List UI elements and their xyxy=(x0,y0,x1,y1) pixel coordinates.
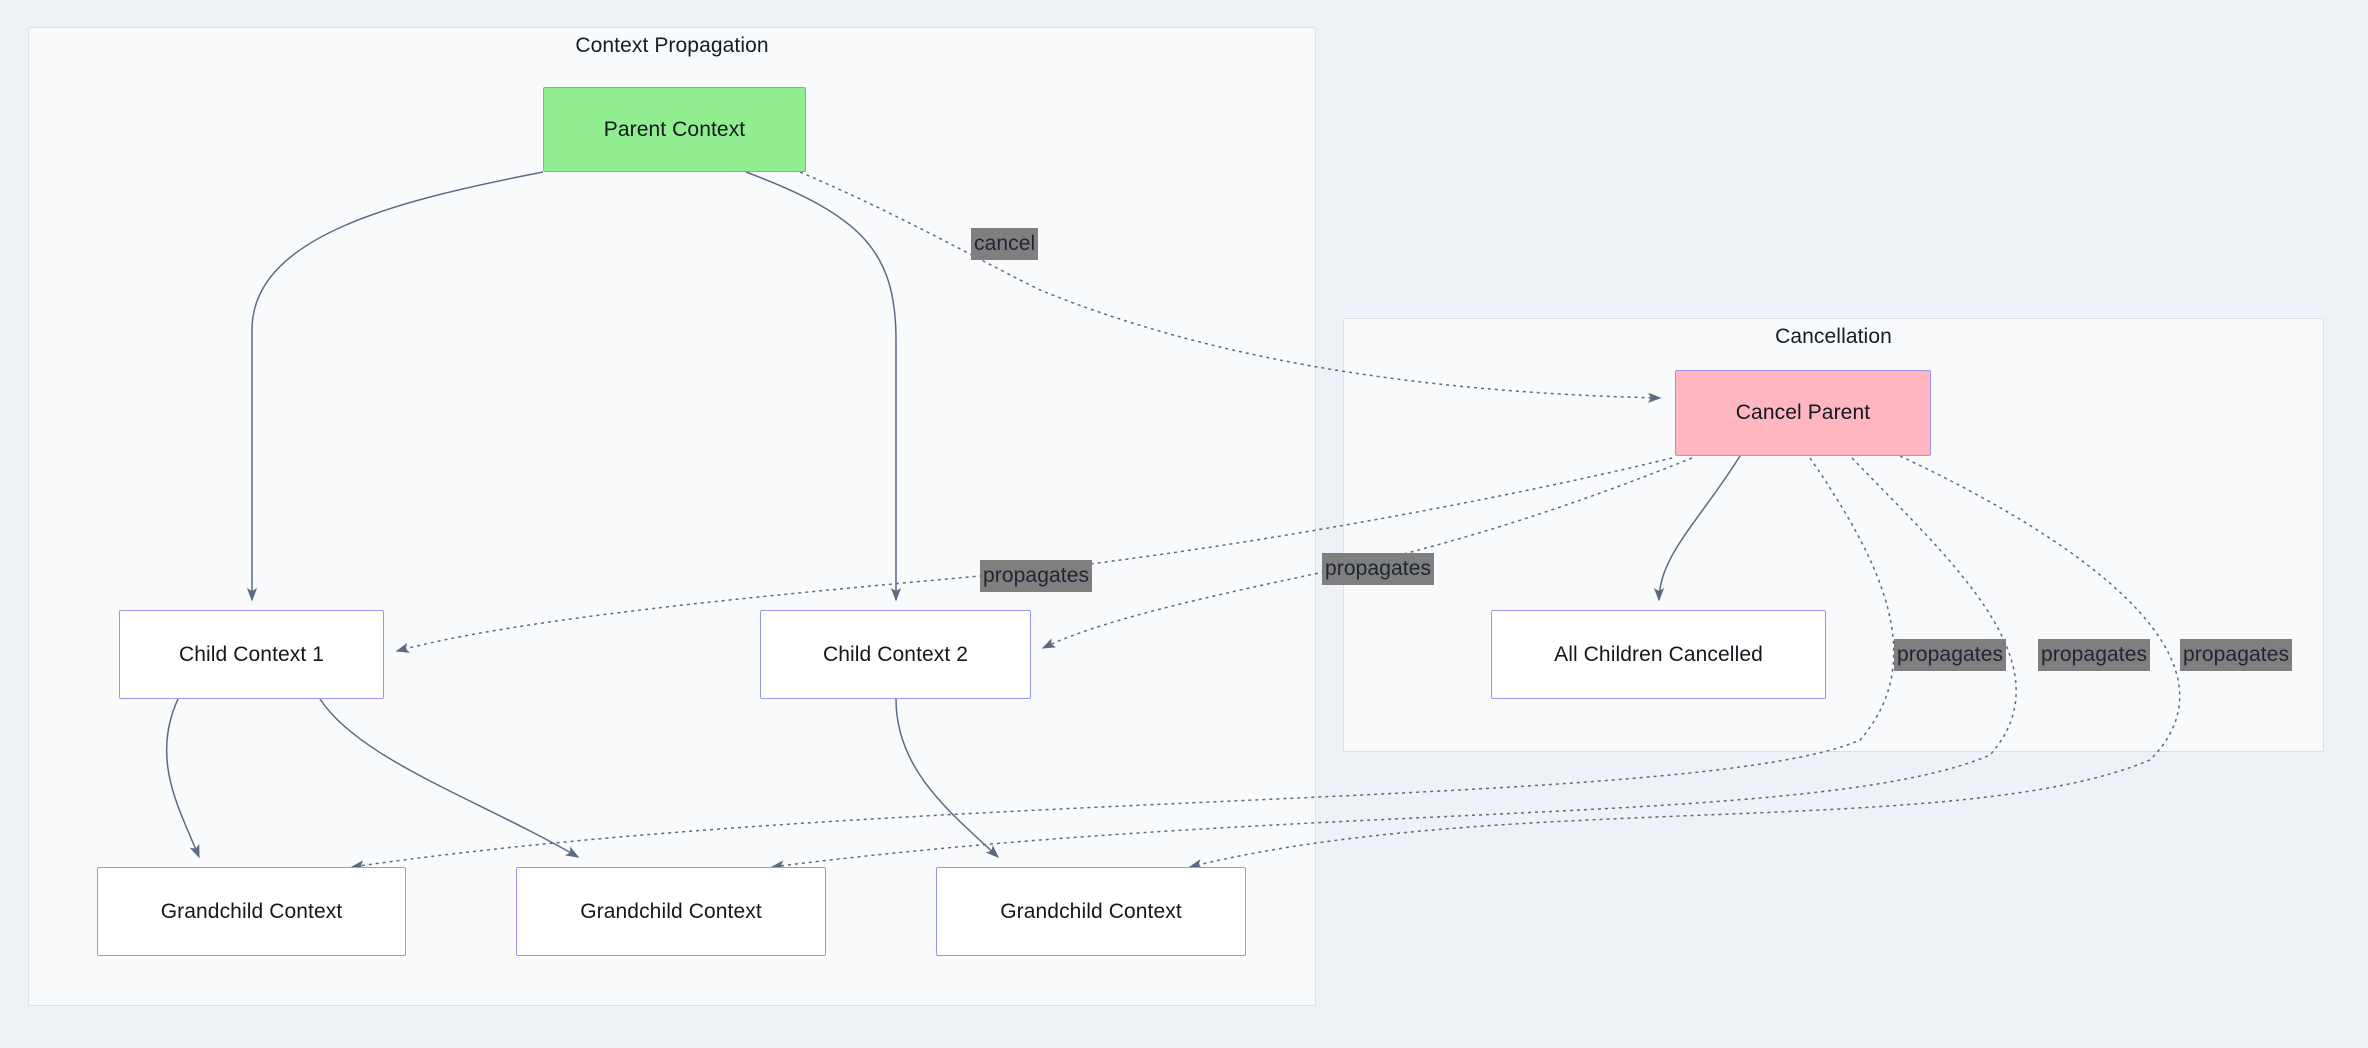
node-label-child-context-1: Child Context 1 xyxy=(178,642,325,666)
subgraph-context-propagation xyxy=(28,27,1316,1006)
subgraph-title-cancellation: Cancellation xyxy=(1775,325,1892,348)
node-child-context-2[interactable]: Child Context 2 xyxy=(760,610,1031,699)
node-label-parent-context: Parent Context xyxy=(603,117,746,141)
subgraph-title-context-propagation: Context Propagation xyxy=(575,34,769,57)
node-cancel-parent[interactable]: Cancel Parent xyxy=(1675,370,1931,456)
node-label-grandchild-context-2: Grandchild Context xyxy=(580,899,762,923)
edge-label-propagates-2: propagates xyxy=(1322,553,1435,585)
edge-label-cancel: cancel xyxy=(971,228,1039,260)
node-label-all-children-cancelled: All Children Cancelled xyxy=(1554,642,1763,666)
node-grandchild-context-1[interactable]: Grandchild Context xyxy=(97,867,406,956)
node-label-grandchild-context-3: Grandchild Context xyxy=(1000,899,1182,923)
edge-label-propagates-4: propagates xyxy=(2038,639,2151,671)
node-child-context-1[interactable]: Child Context 1 xyxy=(119,610,384,699)
node-all-children-cancelled[interactable]: All Children Cancelled xyxy=(1491,610,1826,699)
node-parent-context[interactable]: Parent Context xyxy=(543,87,806,172)
node-label-child-context-2: Child Context 2 xyxy=(822,642,969,666)
node-label-grandchild-context-1: Grandchild Context xyxy=(160,899,343,923)
node-grandchild-context-3[interactable]: Grandchild Context xyxy=(936,867,1246,956)
node-grandchild-context-2[interactable]: Grandchild Context xyxy=(516,867,826,956)
node-label-cancel-parent: Cancel Parent xyxy=(1735,401,1871,424)
edge-label-propagates-3: propagates xyxy=(1894,639,2007,671)
edge-label-propagates-5: propagates xyxy=(2180,639,2293,671)
edge-label-propagates-1: propagates xyxy=(980,560,1093,592)
